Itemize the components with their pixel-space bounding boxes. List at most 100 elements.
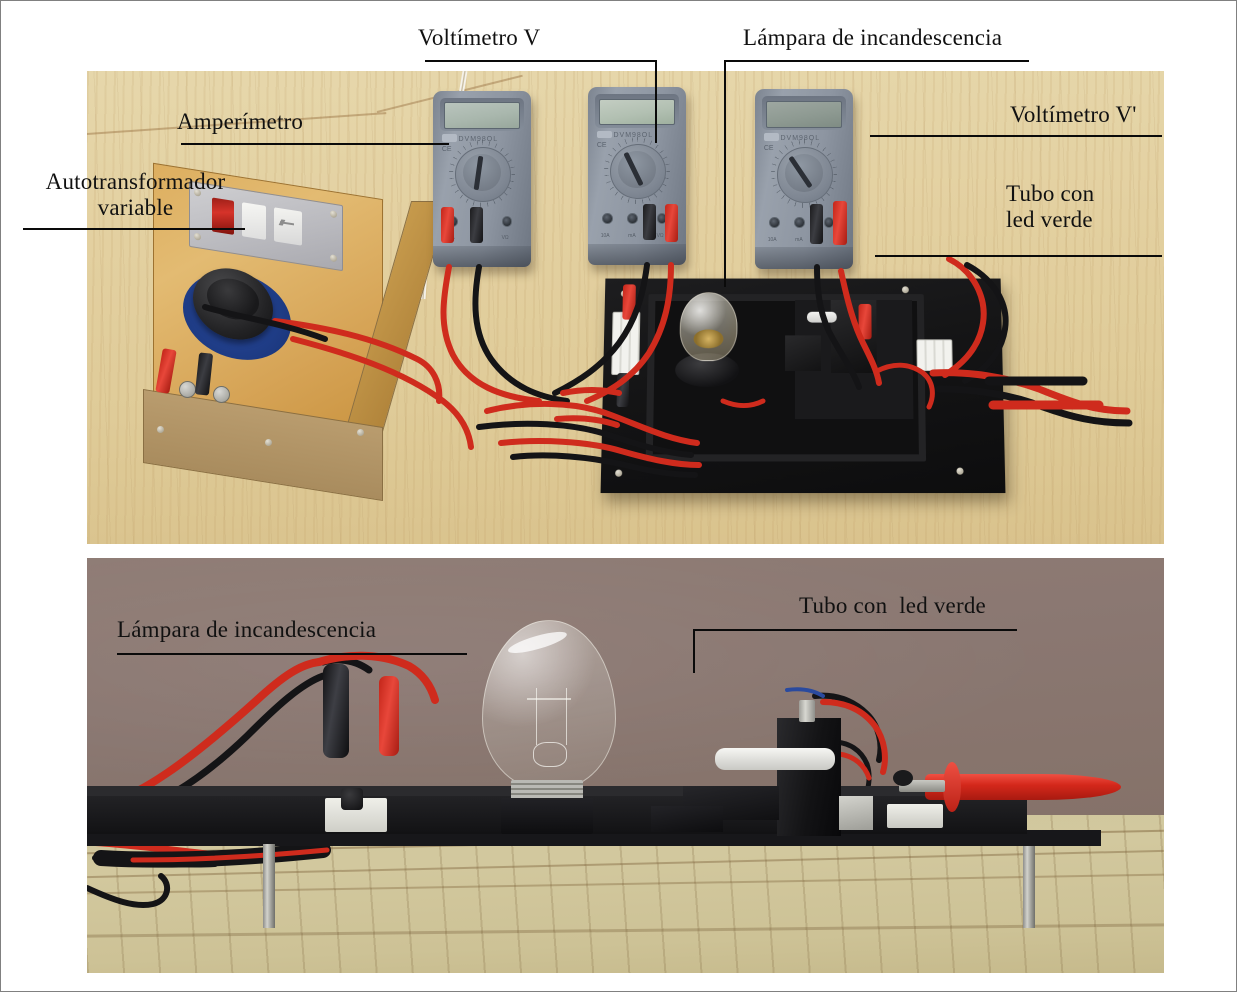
terminal-block-right xyxy=(916,339,953,372)
case-screw xyxy=(157,426,164,433)
leader-voltimetro-v-prima-horizontal xyxy=(870,135,1162,137)
green-led-tube-side xyxy=(715,748,835,770)
rocker-switch-1[interactable] xyxy=(242,202,266,240)
jack-label-vohm: VΩ xyxy=(501,235,509,242)
rocker-switch-2[interactable] xyxy=(274,207,302,246)
lamp-screw-base xyxy=(511,780,583,802)
output-terminal-red[interactable] xyxy=(179,381,196,398)
case-screw xyxy=(265,439,272,446)
jack-label-10a: 10A xyxy=(767,236,777,243)
multimeter-voltmeter-v: DVM98OL CE 10A mA VΩ xyxy=(588,87,686,265)
label-tubo-led-verde-side: Tubo con led verde xyxy=(799,593,986,618)
probe-plug-black xyxy=(809,204,823,245)
jack-vohm[interactable] xyxy=(501,215,513,227)
device-base-edge xyxy=(433,245,531,267)
binding-post-black xyxy=(341,788,363,810)
probe-plug-red-side xyxy=(379,676,399,756)
board-plug-red xyxy=(622,284,636,320)
glass-highlight xyxy=(506,628,569,658)
experiment-board-top-view xyxy=(600,278,1006,494)
board-screw xyxy=(901,286,909,294)
board-screw xyxy=(615,469,623,477)
label-voltimetro-v: Voltímetro V xyxy=(418,25,541,50)
label-lampara-incandescencia: Lámpara de incandescencia xyxy=(743,25,1003,50)
ce-mark: CE xyxy=(441,145,452,153)
leader-lampara-vertical xyxy=(724,60,726,287)
lamp-filament-glow xyxy=(693,329,724,349)
lamp-socket-side xyxy=(501,798,593,834)
incandescent-lamp-top xyxy=(679,292,738,362)
case-screw xyxy=(357,429,364,436)
filament-coil xyxy=(533,741,567,768)
probe-plug-black xyxy=(470,207,484,244)
led-clip-side xyxy=(839,796,873,830)
board-plug-black xyxy=(616,373,630,408)
autotransformer-variable-device xyxy=(143,162,450,502)
leader-amperimetro-horizontal xyxy=(181,143,449,145)
leader-tubo-led-horizontal xyxy=(875,255,1162,257)
brand-text: DVM98OL xyxy=(780,134,821,142)
probe-plug-red xyxy=(440,207,454,244)
lamp-filament xyxy=(535,688,567,746)
jack-ma[interactable] xyxy=(794,216,805,228)
terminal-block-left xyxy=(611,311,641,376)
jack-10a[interactable] xyxy=(768,216,780,228)
panel-screw xyxy=(194,232,201,241)
jack-label-ma: mA xyxy=(795,236,803,243)
board-screw xyxy=(956,467,964,475)
holder-thumbscrew xyxy=(799,700,815,722)
green-led-tube-top xyxy=(806,311,837,323)
jack-ma[interactable] xyxy=(627,213,638,225)
lcd-display xyxy=(443,102,521,130)
board-plug-red-2 xyxy=(858,303,872,340)
brand-text: DVM98OL xyxy=(613,132,654,140)
lcd-display xyxy=(598,98,676,126)
stand-leg-left xyxy=(263,844,275,928)
ce-mark: CE xyxy=(596,142,607,150)
hold-button[interactable] xyxy=(596,130,612,139)
brand-text: DVM98OL xyxy=(458,136,498,143)
riser-block-2 xyxy=(651,806,723,832)
black-spacer-block xyxy=(785,335,821,372)
base-plate-side xyxy=(87,830,1101,846)
terminal-block-side-right xyxy=(887,804,943,828)
leader-autotransformador-horizontal xyxy=(23,228,245,230)
jack-label-ma: mA xyxy=(628,232,636,239)
panel-screw xyxy=(330,254,337,263)
filament-support xyxy=(526,698,572,701)
jack-label-10a: 10A xyxy=(600,232,610,239)
device-base-edge xyxy=(588,243,686,265)
photo-top-view: DVM98OL CE 10A mA VΩ DVM98OL CE xyxy=(87,71,1164,544)
label-lampara-incandescencia-side: Lámpara de incandescencia xyxy=(117,617,377,642)
label-amperimetro: Amperímetro xyxy=(177,109,304,134)
led-tube-holder-side xyxy=(777,718,841,836)
probe-plug-black-side xyxy=(323,664,349,758)
hold-button[interactable] xyxy=(441,134,457,142)
hold-button[interactable] xyxy=(763,133,779,141)
panel-screw xyxy=(330,210,337,219)
leader-lampara-side-horizontal xyxy=(117,653,467,655)
multimeter-ammeter: DVM98OL CE 10A mA VΩ xyxy=(433,91,531,267)
leader-voltimetro-v-vertical xyxy=(655,60,657,143)
leader-lampara-horizontal xyxy=(724,60,1029,62)
label-autotransformador: Autotransformador variable xyxy=(45,169,226,220)
jack-10a[interactable] xyxy=(601,213,613,225)
leader-tubo-led-side-vertical xyxy=(693,629,695,673)
lcd-display xyxy=(765,100,843,128)
ce-mark: CE xyxy=(763,144,774,152)
photo-side-view xyxy=(87,558,1164,973)
device-base-edge xyxy=(755,247,853,269)
label-voltimetro-v-prima: Voltímetro V' xyxy=(1010,102,1137,127)
test-probe-finger-guard xyxy=(943,762,961,812)
probe-plug-black xyxy=(642,204,656,241)
jack-label-vohm: VΩ xyxy=(656,232,664,239)
output-terminal-black[interactable] xyxy=(213,386,230,403)
stand-leg-right xyxy=(1023,846,1035,928)
probe-plug-red xyxy=(833,200,848,245)
probe-shoulder xyxy=(893,770,913,786)
label-tubo-led-verde: Tubo con led verde xyxy=(1006,181,1095,232)
probe-plug-red xyxy=(665,204,679,243)
multimeter-voltmeter-v-prime: DVM98OL CE 10A mA xyxy=(755,89,853,269)
leader-tubo-led-side-horizontal xyxy=(693,629,1017,631)
